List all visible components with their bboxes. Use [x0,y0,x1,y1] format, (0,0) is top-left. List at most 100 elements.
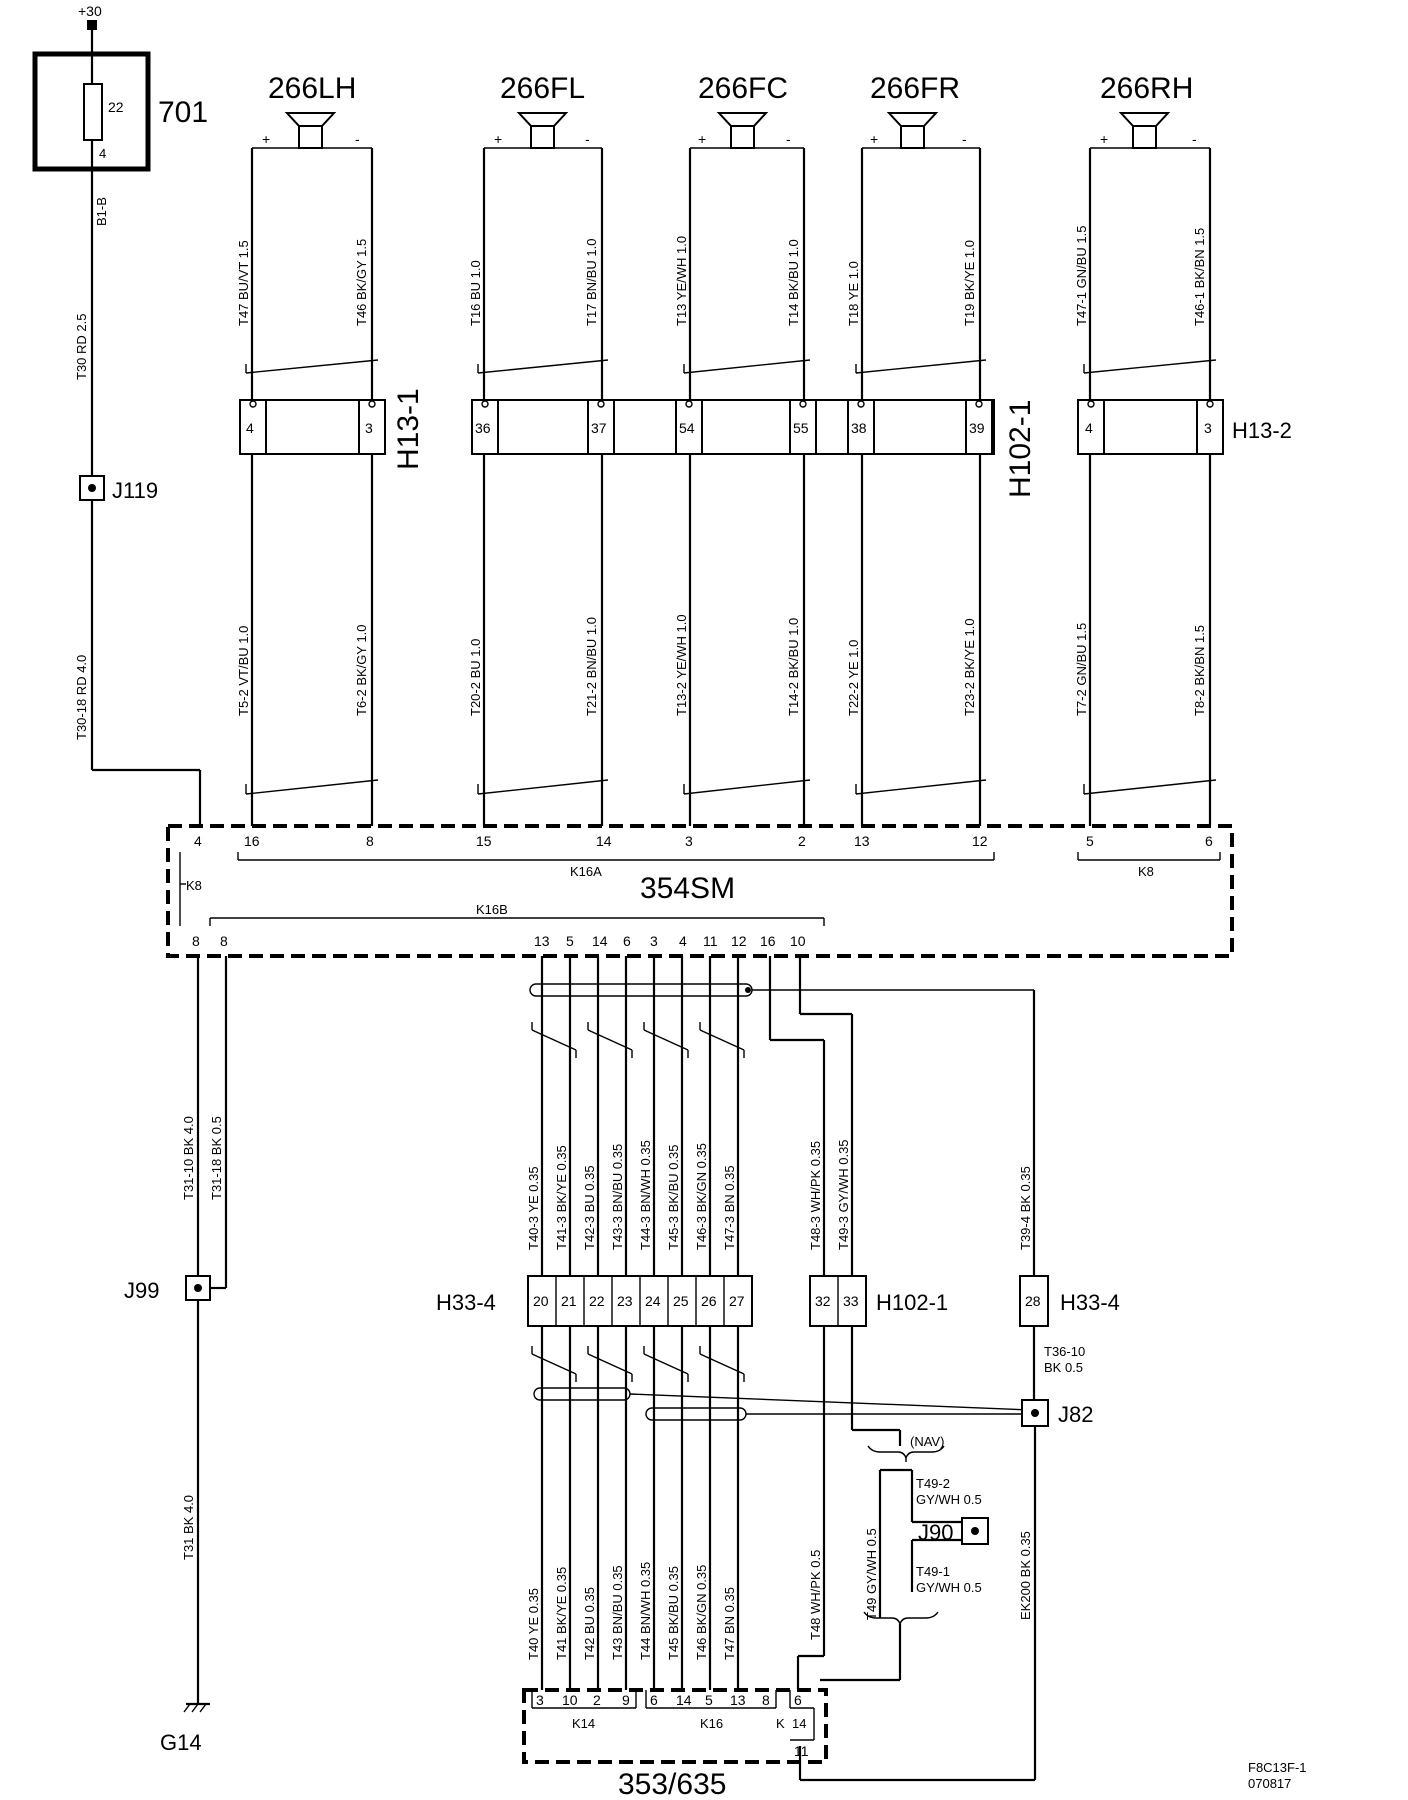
shield-loop [533,1387,631,1401]
wire-label: T43-3 BN/BU 0.35 [610,1144,625,1250]
speaker-266fr: 266FR + - T18 YE 1.0 T19 BK/YE 1.0 T22-2… [846,72,987,826]
k16b-label: K16B [476,902,508,917]
minus-sign: - [585,131,590,147]
ground-g14-label: G14 [160,1730,202,1755]
pin-label: 5 [566,933,574,949]
t49-1-label: T49-1 [916,1564,950,1579]
wire-label: T18 YE 1.0 [846,261,861,326]
speaker-icon [516,112,569,127]
plus-sign: + [870,131,878,147]
speaker-icon [716,112,769,127]
speaker-266lh: 266LH + - T47 BU/VT 1.5 T46 BK/GY 1.5 4 … [236,72,425,826]
wire-label: T43 BN/BU 0.35 [610,1565,625,1660]
pin-label: 23 [617,1293,633,1309]
wire-t30-18-label: T30-18 RD 4.0 [74,655,89,740]
pin-label: 20 [533,1293,549,1309]
pin-label: 21 [561,1293,577,1309]
pin-label: 6 [650,1692,658,1708]
pin-label: 16 [760,933,776,949]
wire-label: T46 BK/GN 0.35 [694,1565,709,1660]
wire-label: T5-2 VT/BU 1.0 [236,626,251,716]
pin-label: 13 [534,933,550,949]
wire-label: T47 BU/VT 1.5 [236,240,251,326]
pin-label: 2 [593,1692,601,1708]
terminal-30-label: +30 [78,3,102,19]
minus-sign: - [962,131,967,147]
minus-sign: - [355,131,360,147]
pin-label: 11 [703,933,718,949]
wire-label: T47 BN 0.35 [722,1587,737,1660]
pin-label: 39 [969,420,985,436]
k8-right-label: K8 [1138,864,1154,879]
speaker-icon [886,112,939,127]
t49-2-label: T49-2 [916,1476,950,1491]
wire-label: T48-3 WH/PK 0.35 [808,1141,823,1250]
wire-label: T42 BU 0.35 [582,1587,597,1660]
pin-label: 11 [794,1743,809,1759]
pin-label: 10 [790,933,806,949]
ground-section: T31-10 BK 4.0 T31-18 BK 0.5 J99 T31 BK 4… [124,956,228,1755]
t36-10-spec: BK 0.5 [1044,1360,1083,1375]
connector-h102-1-label: H102-1 [1004,400,1037,498]
pin-label: 14 [592,933,608,949]
wire-label: T8-2 BK/BN 1.5 [1192,625,1207,716]
ground-icon [183,1702,210,1713]
t49-2-spec: GY/WH 0.5 [916,1492,982,1507]
pin-label: 16 [244,833,260,849]
wire-label: T41 BK/YE 0.35 [554,1567,569,1660]
wire-label: T19 BK/YE 1.0 [962,240,977,326]
pin-label: 26 [701,1293,717,1309]
wire-label: T40 YE 0.35 [526,1588,541,1660]
module-353-635: 3 10 2 9 6 14 5 13 8 K14 K16 6 K 14 11 3… [522,1688,828,1800]
terminal-30-marker [87,20,97,30]
pin-label: 54 [679,420,695,436]
pin-label: 38 [851,420,867,436]
pin-label: 22 [589,1293,605,1309]
module-354sm-outline [166,824,1234,958]
wire-label: T46 BK/GY 1.5 [354,239,369,326]
junction-j99-label: J99 [124,1278,159,1303]
k-pin-14: 14 [792,1716,806,1731]
plus-sign: + [262,131,270,147]
k14-label: K14 [572,1716,595,1731]
pin-label: 33 [843,1293,859,1309]
pin-label: 12 [972,833,988,849]
wire-label: T48 WH/PK 0.5 [808,1550,823,1640]
connector-h33-4-shield-label: H33-4 [1060,1290,1120,1315]
wire-label: T14-2 BK/BU 1.0 [786,618,801,716]
pin-label: 3 [685,833,693,849]
speaker-266fc: 266FC + - T13 YE/WH 1.0 T14 BK/BU 1.0 T1… [674,72,811,826]
wire-label: T49 GY/WH 0.5 [864,1528,879,1620]
wire-label: T47-3 BN 0.35 [722,1165,737,1250]
wire-label: T20-2 BU 1.0 [468,639,483,716]
drawing-date: 070817 [1248,1776,1291,1791]
nav-label: (NAV) [910,1434,944,1449]
pin-label: 9 [622,1692,630,1708]
module-353-outline [522,1688,828,1764]
wire-label: T14 BK/BU 1.0 [786,239,801,326]
wire-label: T7-2 GN/BU 1.5 [1074,623,1089,716]
shield-loop [645,1407,747,1421]
wire-label: T13 YE/WH 1.0 [674,236,689,326]
junction-j119-label: J119 [112,478,158,503]
junction-j82-label: J82 [1058,1402,1093,1427]
speaker-266fl-label: 266FL [500,72,585,105]
pin-label: 12 [731,933,747,949]
pin-label: 5 [705,1692,713,1708]
drawing-code: F8C13F-1 [1248,1760,1307,1775]
shield-loop [529,983,753,997]
wire-label: T31 BK 4.0 [181,1495,196,1560]
pin-label: 27 [729,1293,745,1309]
pin-label: 4 [246,420,254,436]
speaker-266rh-label: 266RH [1100,72,1193,105]
speaker-icon [1118,112,1171,127]
shield-section: T39-4 BK 0.35 28 H33-4 T36-10 BK 0.5 J82… [798,990,1120,1782]
signal-bus: T40-3 YE 0.35 T41-3 BK/YE 0.35 T42-3 BU … [436,956,1031,1690]
module-354sm-label: 354SM [640,872,735,905]
pin-label: 3 [365,420,373,436]
wire-label: T31-18 BK 0.5 [209,1116,224,1200]
connector-h102-1-top: 36 37 54 55 38 39 H102-1 [471,399,1037,498]
speaker-266lh-label: 266LH [268,72,356,105]
wire-label: T17 BN/BU 1.0 [584,239,599,326]
